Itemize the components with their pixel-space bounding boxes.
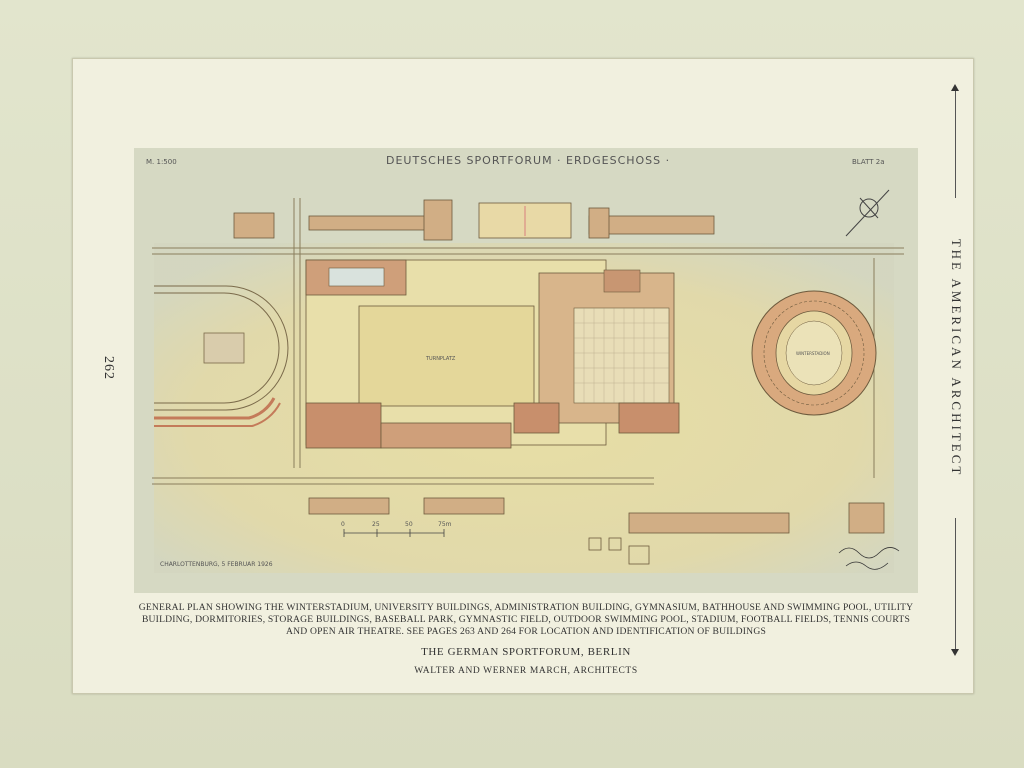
arrow-down-icon <box>951 649 959 656</box>
scale-bar-label-75: 75m <box>438 521 452 528</box>
top-buildings <box>233 199 715 241</box>
architects-credit: WALTER AND WERNER MARCH, ARCHITECTS <box>414 666 638 676</box>
scale-bar-label-25: 25 <box>372 521 380 528</box>
plate-caption: GENERAL PLAN SHOWING THE WINTERSTADIUM, … <box>138 602 914 637</box>
gymnastic-field <box>358 305 535 407</box>
arrow-up-icon <box>951 84 959 91</box>
page-number: 262 <box>101 356 116 380</box>
roads <box>152 198 904 485</box>
lower-buildings <box>308 497 885 534</box>
winter-stadium: WINTERSTADION <box>751 290 877 416</box>
journal-title: THE AMERICAN ARCHITECT <box>948 198 964 518</box>
left-stadium <box>154 285 289 427</box>
site-plan-plate: M. 1:500 DEUTSCHES SPORTFORUM · ERDGESCH… <box>134 148 918 593</box>
small-structures <box>588 537 650 565</box>
central-complex: TURNPLATZ <box>305 259 680 449</box>
architects-signature <box>838 547 900 570</box>
site-plan-drawing: M. 1:500 DEUTSCHES SPORTFORUM · ERDGESCH… <box>134 148 918 593</box>
scale-bar-label-0: 0 <box>341 521 345 528</box>
central-court <box>573 307 670 404</box>
plate-scale: M. 1:500 <box>146 158 177 166</box>
plate-title: THE GERMAN SPORTFORUM, BERLIN <box>421 646 631 658</box>
plate-sheet: BLATT 2a <box>852 158 885 166</box>
winter-stadium-label: WINTERSTADION <box>796 351 830 356</box>
gymnastic-field-label: TURNPLATZ <box>425 356 456 362</box>
plate-place-date: CHARLOTTENBURG, 5 FEBRUAR 1926 <box>160 561 273 568</box>
journal-title-rule: THE AMERICAN ARCHITECT <box>946 84 966 656</box>
scale-bar <box>343 529 445 537</box>
scale-bar-label-50: 50 <box>405 521 413 528</box>
plate-heading: DEUTSCHES SPORTFORUM · ERDGESCHOSS · <box>386 154 670 167</box>
north-arrow-icon <box>845 189 890 237</box>
